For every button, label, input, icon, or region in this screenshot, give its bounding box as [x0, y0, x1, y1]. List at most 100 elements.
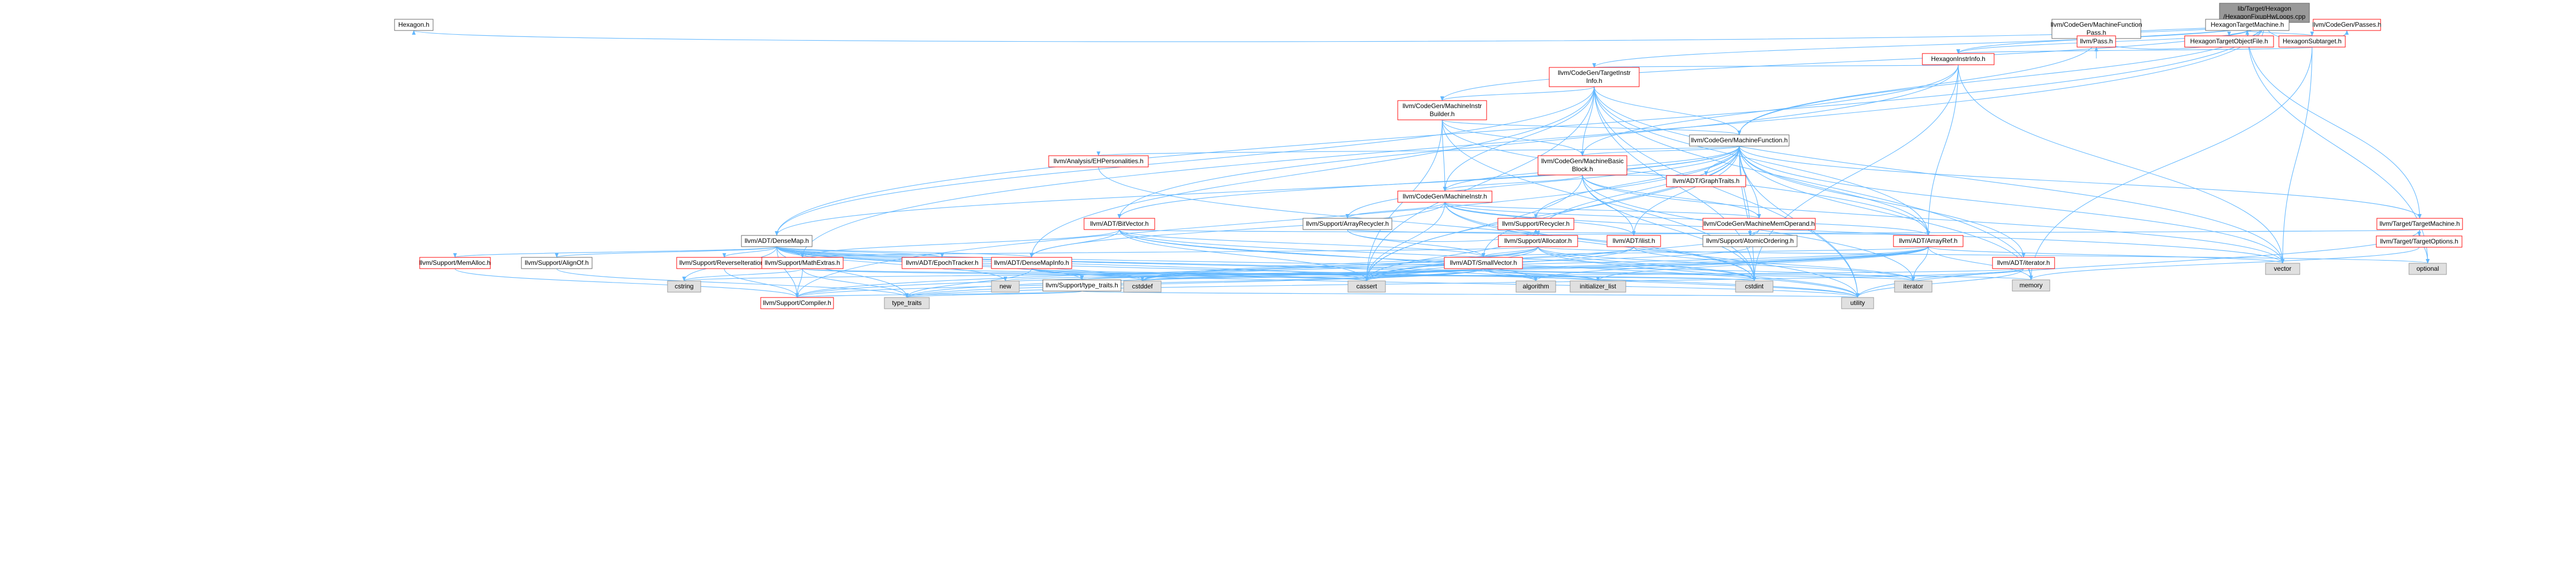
- node-hextm-h[interactable]: HexagonTargetMachine.h: [2205, 19, 2290, 31]
- node-box: [1607, 235, 1661, 247]
- edge-iterator_h-to-sys_utility: [1855, 268, 2024, 298]
- node-smallvector-h[interactable]: llvm/ADT/SmallVector.h: [1444, 257, 1523, 269]
- edge-densemapinfo_h-to-sys_cstdint: [1031, 268, 1756, 281]
- node-label: llvm/CodeGen/MachineBasic: [1541, 157, 1624, 165]
- node-label: llvm/CodeGen/MachineFunction.h: [1691, 136, 1788, 144]
- node-pass-h[interactable]: llvm/Pass.h: [2077, 35, 2116, 48]
- edge-smallvector_h-to-sys_type_traits: [905, 268, 1484, 298]
- edge-mbb_h-to-mi_h: [1443, 174, 1583, 192]
- edge-mf_h-to-smallvector_h: [1481, 146, 1740, 258]
- node-tm-h[interactable]: llvm/Target/TargetMachine.h: [2376, 218, 2463, 230]
- node-hexinstr-h[interactable]: HexagonInstrInfo.h: [1922, 53, 1995, 65]
- node-iterator-h[interactable]: llvm/ADT/iterator.h: [1992, 257, 2055, 269]
- node-sys-memory: memory: [2012, 279, 2050, 292]
- node-box: [1397, 190, 1492, 203]
- edge-arrayrecycler_h-to-allocator_h: [1347, 229, 1540, 236]
- node-alignof-h[interactable]: llvm/Support/AlignOf.h: [521, 257, 593, 269]
- edge-arrayref_h-to-sys_cassert: [1365, 246, 1929, 281]
- node-box: [1347, 280, 1386, 293]
- edge-mathextras_h-to-sys_type_traits: [802, 268, 909, 298]
- node-label: cstddef: [1132, 283, 1153, 290]
- node-label: llvm/ADT/GraphTraits.h: [1673, 177, 1740, 185]
- edge-mf_h-to-ehp_h: [1097, 146, 1740, 156]
- node-reverseiter-h[interactable]: llvm/Support/ReverseIteration.h: [676, 257, 772, 269]
- node-box: [1516, 280, 1556, 293]
- node-label: llvm/Target/TargetOptions.h: [2380, 238, 2458, 245]
- node-mathextras-h[interactable]: llvm/Support/MathExtras.h: [761, 257, 844, 269]
- edge-iterator_h-to-sys_iterator: [1911, 268, 2024, 281]
- node-mi-h[interactable]: llvm/CodeGen/MachineInstr.h: [1397, 190, 1492, 203]
- node-label: HexagonTargetObjectFile.h: [2190, 37, 2268, 45]
- node-label: llvm/CodeGen/MachineFunction: [2051, 21, 2142, 28]
- edge-alignof_h-to-sys_type_traits: [556, 268, 909, 298]
- node-label: llvm/Support/AtomicOrdering.h: [1706, 237, 1793, 245]
- node-ilist-h[interactable]: llvm/ADT/ilist.h: [1607, 235, 1661, 247]
- edge-tii_h-to-mbb_h: [1580, 86, 1595, 156]
- node-box: [760, 297, 834, 309]
- edge-tii_h-to-densemap_h: [775, 86, 1595, 236]
- edge-densemap_h-to-memalloc_h: [453, 246, 777, 258]
- edge-root-to-mathextras_h: [800, 22, 2265, 258]
- node-box: [1123, 280, 1162, 293]
- edge-smallvector_h-to-sys_initializer_list: [1483, 268, 1600, 281]
- edge-mi_h-to-sys_utility: [1444, 202, 1860, 298]
- node-ehp-h[interactable]: llvm/Analysis/EHPersonalities.h: [1048, 155, 1149, 167]
- node-recycler-h[interactable]: llvm/Support/Recycler.h: [1497, 218, 1574, 230]
- node-label: llvm/ADT/ilist.h: [1612, 237, 1655, 245]
- node-box: [991, 280, 1020, 293]
- node-densemapinfo-h[interactable]: llvm/ADT/DenseMapInfo.h: [991, 257, 1072, 269]
- node-sys-cstring: cstring: [667, 280, 701, 293]
- node-passes-h[interactable]: llvm/CodeGen/Passes.h: [2313, 19, 2382, 31]
- edge-mbb_h-to-sys_vector: [1582, 174, 2285, 264]
- node-label: type_traits: [892, 299, 921, 307]
- node-epochtracker-h[interactable]: llvm/ADT/EpochTracker.h: [901, 257, 983, 269]
- node-hexsub-h[interactable]: HexagonSubtarget.h: [2278, 35, 2346, 48]
- node-mf-h[interactable]: llvm/CodeGen/MachineFunction.h: [1689, 134, 1790, 147]
- node-label: llvm/ADT/SmallVector.h: [1450, 259, 1517, 266]
- node-hexagon-h[interactable]: Hexagon.h: [394, 19, 434, 31]
- node-label: initializer_list: [1580, 283, 1617, 290]
- edge-bitvector_h-to-mathextras_h: [800, 229, 1120, 258]
- node-box: [1666, 175, 1746, 187]
- node-label: llvm/Support/Allocator.h: [1504, 237, 1572, 245]
- edge-allocator_h-to-mathextras_h: [801, 246, 1539, 258]
- node-box: [1084, 218, 1155, 230]
- edge-hextm_h-to-hexsub_h: [2247, 30, 2314, 36]
- edge-densemap_h-to-alignof_h: [555, 246, 777, 258]
- node-label: llvm/Support/Recycler.h: [1502, 220, 1570, 227]
- node-mmo-h[interactable]: llvm/CodeGen/MachineMemOperand.h: [1702, 218, 1816, 230]
- edge-mf_h-to-arrayref_h: [1739, 146, 1930, 236]
- node-box: [1689, 134, 1790, 147]
- node-compiler-h[interactable]: llvm/Support/Compiler.h: [760, 297, 834, 309]
- node-box: [1302, 218, 1392, 230]
- edge-hexinstr_h-to-mbb_h: [1580, 64, 1959, 156]
- node-targetoptions-h[interactable]: llvm/Target/TargetOptions.h: [2376, 235, 2463, 248]
- node-allocator-h[interactable]: llvm/Support/Allocator.h: [1498, 235, 1578, 247]
- node-box: [1893, 235, 1964, 247]
- node-box: [2313, 19, 2381, 31]
- node-graphtraits-h[interactable]: llvm/ADT/GraphTraits.h: [1666, 175, 1746, 187]
- node-box: [1702, 235, 1798, 247]
- node-hextof-h[interactable]: HexagonTargetObjectFile.h: [2184, 35, 2274, 48]
- edge-arrayref_h-to-sys_memory: [1928, 246, 2033, 280]
- node-densemap-h[interactable]: llvm/ADT/DenseMap.h: [741, 235, 813, 247]
- node-label: llvm/CodeGen/MachineMemOperand.h: [1703, 220, 1815, 227]
- node-atomicordering-h[interactable]: llvm/Support/AtomicOrdering.h: [1702, 235, 1798, 247]
- node-arrayrecycler-h[interactable]: llvm/Support/ArrayRecycler.h: [1302, 218, 1392, 230]
- edge-reverseiter_h-to-compiler_h: [724, 268, 799, 298]
- edge-root-to-densemap_h: [775, 22, 2265, 236]
- node-typetraits-support-h[interactable]: llvm/Support/type_traits.h: [1042, 279, 1122, 292]
- node-arrayref-h[interactable]: llvm/ADT/ArrayRef.h: [1893, 235, 1964, 247]
- node-label: llvm/Analysis/EHPersonalities.h: [1054, 157, 1143, 165]
- node-memalloc-h[interactable]: llvm/Support/MemAlloc.h: [419, 257, 491, 269]
- edge-tii_h-to-mib_h: [1440, 86, 1595, 101]
- node-bitvector-h[interactable]: llvm/ADT/BitVector.h: [1084, 218, 1155, 230]
- edge-arrayref_h-to-sys_algorithm: [1534, 246, 1929, 281]
- edge-smallvector_h-to-sys_cstddef: [1140, 268, 1484, 281]
- edge-arrayref_h-to-smallvector_h: [1482, 246, 1929, 258]
- node-label: llvm/Support/ArrayRecycler.h: [1306, 220, 1389, 227]
